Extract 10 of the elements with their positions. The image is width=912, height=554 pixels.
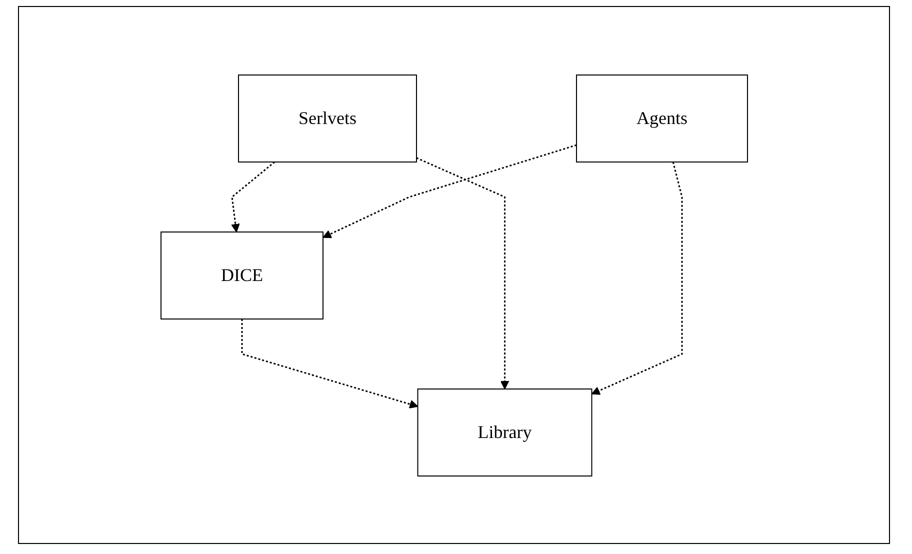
arrow xyxy=(230,160,275,232)
node-box xyxy=(417,388,592,476)
node-box xyxy=(576,74,748,162)
arrow xyxy=(416,156,509,389)
diagram-frame: Serlvets Agents DICE Library xyxy=(18,6,890,544)
node-box xyxy=(160,231,324,319)
arrow xyxy=(591,161,682,394)
arrow xyxy=(322,144,576,238)
node-box xyxy=(238,74,417,162)
arrow xyxy=(241,318,418,408)
